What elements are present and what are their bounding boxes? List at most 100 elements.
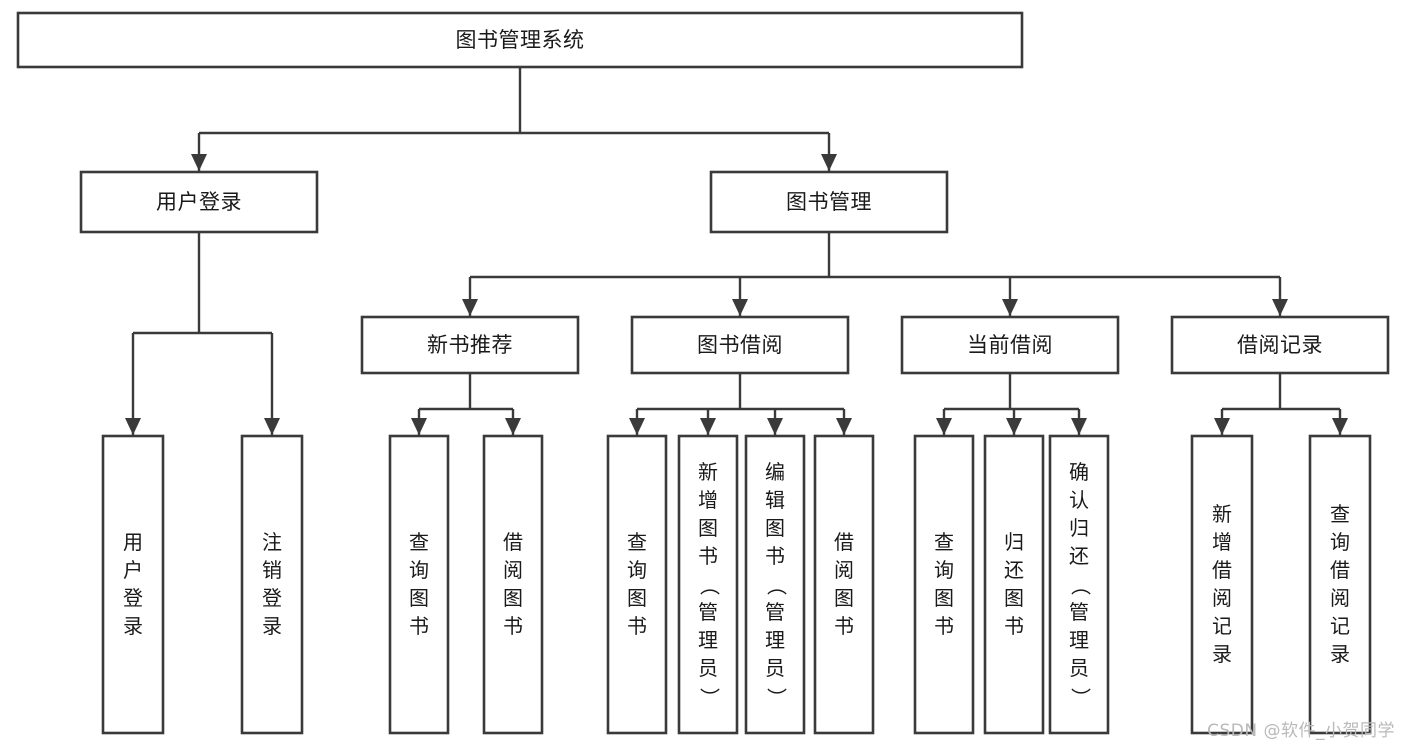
svg-text:图: 图 bbox=[698, 516, 718, 540]
svg-text:书: 书 bbox=[503, 614, 523, 638]
leaf-leaf-borrow-book-2-box[interactable] bbox=[813, 434, 875, 735]
node-borrow-record-box[interactable] bbox=[1170, 315, 1390, 375]
root-to-level1-arrow-0 bbox=[191, 154, 207, 171]
node-user-login-label: 用户登录 bbox=[156, 190, 242, 214]
leaf-leaf-return-book-box[interactable] bbox=[983, 434, 1045, 735]
book-management-to-level2-arrow-3 bbox=[1272, 299, 1288, 316]
book-borrow-to-leaves-arrow-0 bbox=[629, 418, 645, 435]
current-borrow-to-leaves-arrow-2 bbox=[1071, 418, 1087, 435]
svg-text:理: 理 bbox=[698, 628, 718, 652]
leaf-leaf-add-book-box[interactable] bbox=[677, 434, 739, 735]
user-login-to-leaves-arrow-1 bbox=[264, 418, 280, 435]
svg-text:增: 增 bbox=[698, 488, 718, 512]
book-management-to-level2-arrow-0 bbox=[462, 299, 478, 316]
leaf-leaf-add-record-box[interactable] bbox=[1190, 434, 1254, 735]
leaf-leaf-query-record-box[interactable] bbox=[1308, 434, 1372, 735]
svg-text:注: 注 bbox=[262, 530, 282, 554]
svg-text:录: 录 bbox=[123, 614, 143, 638]
svg-text:书: 书 bbox=[627, 614, 647, 638]
leaf-leaf-query-book-3-box[interactable] bbox=[913, 434, 975, 735]
svg-text:理: 理 bbox=[1069, 628, 1089, 652]
svg-text:归: 归 bbox=[1004, 530, 1024, 554]
svg-text:）: ） bbox=[1069, 688, 1093, 708]
node-user-login-box[interactable] bbox=[79, 170, 319, 234]
current-borrow-to-leaves-arrow-0 bbox=[936, 418, 952, 435]
leaf-leaf-user-login-label: 用户登录 bbox=[123, 530, 143, 638]
svg-text:（: （ bbox=[1069, 576, 1093, 596]
svg-text:图: 图 bbox=[627, 586, 647, 610]
leaf-leaf-logout-box[interactable] bbox=[240, 434, 304, 735]
svg-text:（: （ bbox=[765, 576, 789, 596]
svg-text:员: 员 bbox=[698, 656, 718, 680]
svg-text:管: 管 bbox=[765, 600, 785, 624]
leaf-leaf-confirm-return-box[interactable] bbox=[1048, 434, 1110, 735]
svg-text:书: 书 bbox=[698, 544, 718, 568]
svg-text:新: 新 bbox=[698, 460, 718, 484]
svg-text:登: 登 bbox=[262, 586, 282, 610]
leaf-leaf-borrow-book-1-box[interactable] bbox=[482, 434, 544, 735]
svg-text:确: 确 bbox=[1069, 460, 1089, 484]
book-management-to-level2-arrow-2 bbox=[1002, 299, 1018, 316]
svg-text:编: 编 bbox=[765, 460, 785, 484]
new-book-recommend-to-leaves-arrow-1 bbox=[505, 418, 521, 435]
svg-text:录: 录 bbox=[1212, 642, 1232, 666]
svg-text:书: 书 bbox=[765, 544, 785, 568]
book-borrow-to-leaves-arrow-3 bbox=[836, 418, 852, 435]
node-root-label: 图书管理系统 bbox=[456, 28, 585, 52]
leaf-leaf-user-login-box[interactable] bbox=[101, 434, 165, 735]
svg-text:书: 书 bbox=[934, 614, 954, 638]
svg-text:记: 记 bbox=[1212, 614, 1232, 638]
svg-text:户: 户 bbox=[123, 558, 143, 582]
svg-text:辑: 辑 bbox=[765, 488, 785, 512]
borrow-record-to-leaves-arrow-1 bbox=[1332, 418, 1348, 435]
new-book-recommend-to-leaves-arrow-0 bbox=[411, 418, 427, 435]
csdn-watermark: CSDN @软件_小贺同学 bbox=[1207, 721, 1395, 741]
svg-text:图: 图 bbox=[1004, 586, 1024, 610]
svg-text:增: 增 bbox=[1212, 530, 1232, 554]
node-root-box[interactable] bbox=[16, 11, 1024, 69]
leaf-leaf-edit-book-box[interactable] bbox=[744, 434, 806, 735]
svg-text:图: 图 bbox=[409, 586, 429, 610]
svg-text:还: 还 bbox=[1069, 544, 1089, 568]
root-to-level1-arrow-1 bbox=[821, 154, 837, 171]
svg-text:）: ） bbox=[765, 688, 789, 708]
svg-text:管: 管 bbox=[698, 600, 718, 624]
svg-text:员: 员 bbox=[1069, 656, 1089, 680]
svg-text:理: 理 bbox=[765, 628, 785, 652]
node-book-management-box[interactable] bbox=[709, 170, 949, 234]
leaf-leaf-query-book-1-box[interactable] bbox=[388, 434, 450, 735]
svg-text:新: 新 bbox=[1212, 502, 1232, 526]
svg-text:图: 图 bbox=[834, 586, 854, 610]
svg-text:书: 书 bbox=[409, 614, 429, 638]
svg-text:书: 书 bbox=[1004, 614, 1024, 638]
node-current-borrow-label: 当前借阅 bbox=[967, 333, 1053, 357]
svg-text:查: 查 bbox=[934, 530, 954, 554]
svg-text:管: 管 bbox=[1069, 600, 1089, 624]
svg-text:图: 图 bbox=[503, 586, 523, 610]
node-new-book-recommend-box[interactable] bbox=[360, 315, 580, 375]
svg-text:书: 书 bbox=[834, 614, 854, 638]
node-current-borrow-box[interactable] bbox=[900, 315, 1120, 375]
leaf-leaf-query-book-2-box[interactable] bbox=[606, 434, 668, 735]
svg-text:借: 借 bbox=[834, 530, 854, 554]
svg-text:用: 用 bbox=[123, 530, 143, 554]
svg-text:阅: 阅 bbox=[503, 558, 523, 582]
svg-text:图: 图 bbox=[765, 516, 785, 540]
svg-text:）: ） bbox=[698, 688, 722, 708]
node-book-borrow-box[interactable] bbox=[630, 315, 850, 375]
svg-text:查: 查 bbox=[1330, 502, 1350, 526]
svg-text:录: 录 bbox=[262, 614, 282, 638]
svg-text:借: 借 bbox=[1212, 558, 1232, 582]
svg-text:询: 询 bbox=[409, 558, 429, 582]
